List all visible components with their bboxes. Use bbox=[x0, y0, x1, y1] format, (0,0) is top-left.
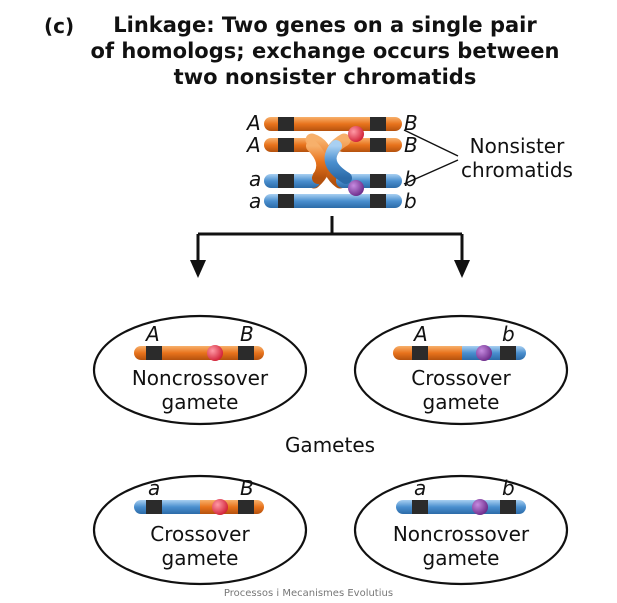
nonsister-line-1: Nonsister bbox=[469, 134, 565, 158]
allele-label-right-3: b bbox=[404, 167, 417, 191]
title-line-1: Linkage: Two genes on a single pair bbox=[113, 13, 537, 37]
gamete-2-left-allele: A bbox=[414, 322, 428, 346]
allele-label-left-2: A bbox=[247, 133, 261, 157]
band-A bbox=[278, 117, 294, 131]
nonsister-line-2: chromatids bbox=[461, 158, 573, 182]
panel-label: (c) bbox=[44, 14, 75, 38]
allele-label-left-3: a bbox=[249, 167, 262, 191]
chromatid-orange-1 bbox=[264, 117, 402, 131]
gamete-1-left-allele: A bbox=[146, 322, 160, 346]
centromere-red bbox=[348, 126, 364, 142]
gamete-2-label: Crossover gamete bbox=[371, 366, 551, 414]
gamete-chromosome-2 bbox=[393, 345, 526, 361]
crossover-arm-blue bbox=[324, 140, 352, 184]
gamete-ellipse-1 bbox=[92, 314, 308, 426]
gamete-3-left-allele: a bbox=[148, 476, 161, 500]
title-line-2: of homologs; exchange occurs between bbox=[90, 39, 560, 63]
gamete-2-label-line-1: Crossover bbox=[411, 366, 511, 390]
gametes-heading: Gametes bbox=[284, 433, 376, 457]
gamete-4-left-allele: a bbox=[414, 476, 427, 500]
gamete-1-label: Noncrossover gamete bbox=[110, 366, 290, 414]
top-chromatid-group bbox=[264, 117, 459, 208]
gamete-3-right-allele: B bbox=[240, 476, 254, 500]
allele-label-left-4: a bbox=[249, 189, 262, 213]
chromatid-blue-2 bbox=[264, 194, 402, 208]
gamete-3-label-line-2: gamete bbox=[161, 546, 239, 570]
gamete-1-label-line-2: gamete bbox=[161, 390, 239, 414]
gamete-1-right-allele: B bbox=[240, 322, 254, 346]
gamete-4-label-line-1: Noncrossover bbox=[392, 522, 530, 546]
crossover-arm-orange bbox=[306, 140, 329, 184]
gamete-2-right-allele: b bbox=[502, 322, 515, 346]
gamete-chromosome-1 bbox=[134, 345, 264, 361]
nonsister-chromatids-label: Nonsister chromatids bbox=[458, 134, 576, 182]
arrowhead-left bbox=[190, 260, 206, 278]
gamete-3-label-line-1: Crossover bbox=[150, 522, 250, 546]
allele-label-right-1: B bbox=[404, 111, 418, 135]
allele-label-left-1: A bbox=[247, 111, 261, 135]
title-line-3: two nonsister chromatids bbox=[173, 65, 477, 89]
gamete-chromosome-3 bbox=[134, 499, 264, 515]
band-B bbox=[370, 117, 386, 131]
gamete-4-right-allele: b bbox=[502, 476, 515, 500]
gamete-1-label-line-1: Noncrossover bbox=[131, 366, 269, 390]
pointer-line-lower bbox=[403, 159, 459, 185]
arrowhead-right bbox=[454, 260, 470, 278]
figure-title: Linkage: Two genes on a single pair of h… bbox=[90, 12, 560, 90]
gamete-3-label: Crossover gamete bbox=[110, 522, 290, 570]
pointer-line-upper bbox=[403, 129, 459, 157]
footer-caption: Processos i Mecanismes Evolutius bbox=[223, 588, 394, 599]
branch-arrows bbox=[196, 216, 464, 262]
gamete-2-label-line-2: gamete bbox=[422, 390, 500, 414]
allele-label-right-4: b bbox=[404, 189, 417, 213]
centromere-purple bbox=[348, 180, 364, 196]
gamete-ellipse-2 bbox=[353, 314, 569, 426]
gamete-chromosome-4 bbox=[396, 499, 526, 515]
gamete-4-label-line-2: gamete bbox=[422, 546, 500, 570]
allele-label-right-2: B bbox=[404, 133, 418, 157]
gamete-4-label: Noncrossover gamete bbox=[371, 522, 551, 570]
